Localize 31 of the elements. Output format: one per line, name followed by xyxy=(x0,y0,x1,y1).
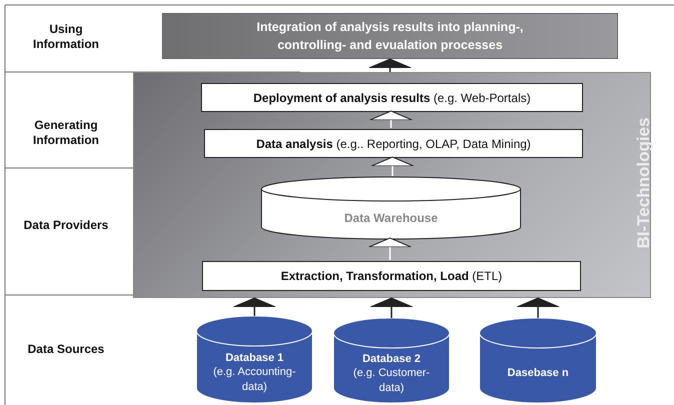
arrow xyxy=(368,238,412,260)
layer-label: Data Providers xyxy=(22,218,110,233)
arrow xyxy=(516,298,560,318)
database-title: Database 1 xyxy=(224,351,285,366)
layer-label: Data Sources xyxy=(26,342,106,357)
technology-panel xyxy=(133,72,651,298)
arrow xyxy=(233,298,276,316)
process-box xyxy=(202,261,581,291)
arrow xyxy=(368,58,412,72)
database-title: Dasebase n xyxy=(506,366,570,381)
arrow xyxy=(370,298,413,318)
panel-title: BI-Technologies xyxy=(634,116,654,250)
database-note: (e.g. Customer- data) xyxy=(352,366,431,395)
database-note: (e.g. Accounting- data) xyxy=(212,365,297,394)
database-cylinder xyxy=(479,318,597,403)
box-text: Data analysis (e.g.. Reporting, OLAP, Data Mining) xyxy=(256,136,531,150)
database-cylinder xyxy=(196,316,313,403)
arrow xyxy=(370,110,412,128)
process-box xyxy=(204,129,583,158)
arrow xyxy=(371,156,414,176)
data-warehouse-cylinder xyxy=(261,177,521,239)
layer-label: Generating Information xyxy=(32,118,100,148)
box-text: Extraction, Transformation, Load (ETL) xyxy=(280,269,502,283)
database-cylinder xyxy=(333,318,450,403)
box-text: Deployment of analysis results (e.g. Web-Portals) xyxy=(253,90,531,104)
box-title: Integration of analysis results into planning-, controlling- and evualation processes xyxy=(256,18,524,54)
database-title: Database 2 xyxy=(361,352,422,366)
cylinder-label: Data Warehouse xyxy=(344,211,438,225)
layer-label: Using Information xyxy=(32,22,100,52)
process-box xyxy=(201,83,583,112)
process-box xyxy=(162,13,618,59)
